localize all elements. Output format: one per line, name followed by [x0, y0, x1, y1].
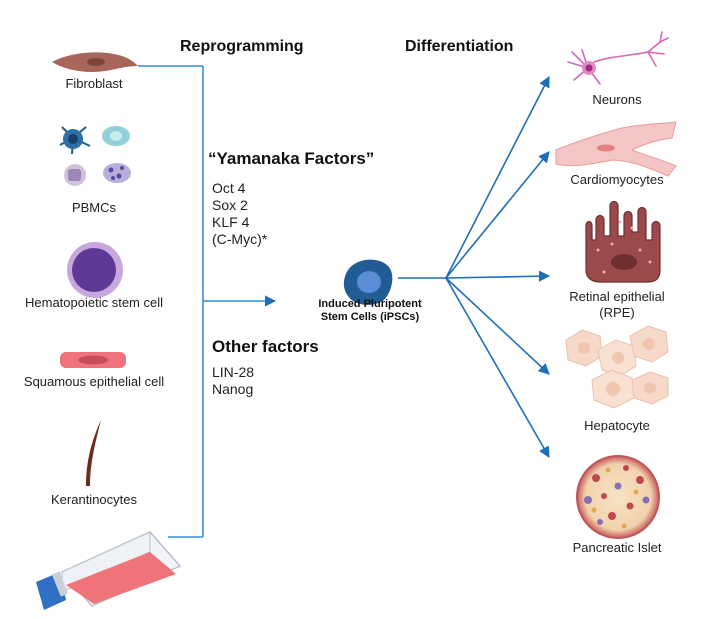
- yamanaka-factor-item: Oct 4: [212, 180, 246, 196]
- other-factors-title: Other factors: [212, 337, 319, 356]
- target-label-pancreatic-islet: Pancreatic Islet: [572, 540, 662, 555]
- other-factor-item: LIN-28: [212, 364, 255, 380]
- source-label-hematopoietic: Hematopoietic stem cell: [25, 295, 163, 310]
- squamous-epithelial-cell-icon: [60, 352, 126, 368]
- hepatocyte-icon: [565, 325, 669, 409]
- yamanaka-factor-item: KLF 4: [212, 214, 250, 230]
- yamanaka-factor-item: Sox 2: [212, 197, 248, 213]
- collection-bracket: [138, 65, 277, 538]
- source-label-keratinocytes: Kerantinocytes: [51, 492, 137, 507]
- other-factors-list: LIN-28 Nanog: [212, 364, 254, 398]
- target-label-neurons: Neurons: [592, 92, 642, 107]
- cardiomyocyte-icon: [555, 121, 677, 177]
- yamanaka-factor-item: (C-Myc)*: [212, 231, 268, 247]
- fibroblast-cell-icon: [52, 52, 138, 72]
- target-label-rpe: Retinal epithelial: [569, 289, 665, 304]
- other-factor-item: Nanog: [212, 381, 254, 397]
- target-label-hepatocyte: Hepatocyte: [584, 418, 650, 433]
- ipsc-label-line1: Induced Pluripotent: [318, 298, 422, 310]
- differentiation-arrows: [398, 76, 551, 458]
- source-label-squamous: Squamous epithelial cell: [23, 374, 165, 389]
- culture-flask-icon: [36, 531, 182, 610]
- ipsc-cell-icon: [343, 259, 393, 305]
- yamanaka-factors-title: “Yamanaka Factors”: [208, 149, 375, 168]
- source-label-pbmcs: PBMCs: [71, 200, 117, 215]
- pbmc-cells-icon: [59, 126, 131, 186]
- keratinocyte-hair-icon: [86, 420, 101, 486]
- target-label-rpe-abbrev: (RPE): [599, 305, 635, 320]
- differentiation-heading: Differentiation: [405, 38, 514, 55]
- ipsc-label-line2: Stem Cells (iPSCs): [320, 311, 420, 323]
- yamanaka-factors-list: Oct 4 Sox 2 KLF 4 (C-Myc)*: [212, 180, 267, 248]
- reprogramming-heading: Reprogramming: [180, 38, 304, 55]
- pancreatic-islet-icon: [576, 455, 660, 539]
- ipsc-label: Induced Pluripotent Stem Cells (iPSCs): [300, 298, 440, 324]
- retinal-epithelial-icon: [585, 200, 661, 283]
- target-label-cardiomyocytes: Cardiomyocytes: [570, 172, 664, 187]
- hematopoietic-stem-cell-icon: [67, 242, 123, 298]
- source-label-fibroblast: Fibroblast: [65, 76, 123, 91]
- neuron-icon: [567, 31, 669, 85]
